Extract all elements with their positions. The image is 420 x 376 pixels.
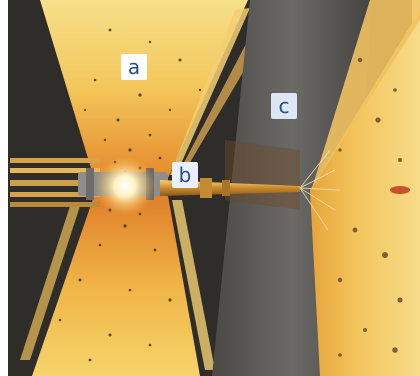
label-b: b <box>172 162 198 188</box>
label-a: a <box>121 54 147 80</box>
red-droplet <box>390 186 410 194</box>
collision-glow <box>95 156 155 216</box>
label-c: c <box>271 93 297 119</box>
